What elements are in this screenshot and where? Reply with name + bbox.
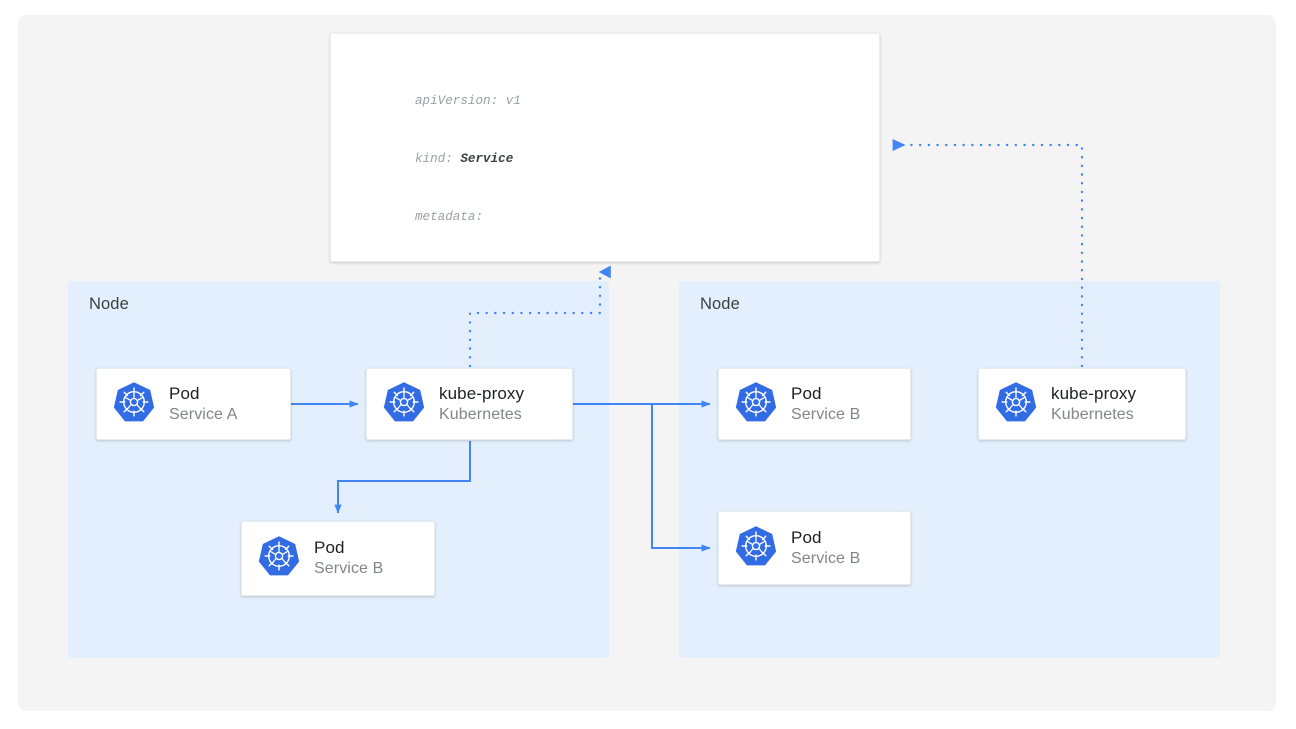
card-text: Pod Service B <box>791 384 860 424</box>
node-right-label: Node <box>700 295 740 313</box>
card-title: kube-proxy <box>439 383 525 403</box>
card-pod-service-b-right-top[interactable]: Pod Service B <box>718 368 911 440</box>
yaml-line-0: apiVersion: v1 <box>415 94 521 109</box>
kubernetes-icon <box>258 535 300 582</box>
yaml-line-1: kind: Service <box>415 152 514 167</box>
card-text: kube-proxy Kubernetes <box>439 384 524 424</box>
card-title: Pod <box>791 527 822 547</box>
card-title: kube-proxy <box>1051 383 1137 403</box>
card-subtitle: Kubernetes <box>439 405 522 423</box>
card-subtitle: Service B <box>791 405 861 423</box>
kubernetes-icon <box>995 381 1037 428</box>
card-title: Pod <box>791 383 822 403</box>
card-pod-service-b-right-bottom[interactable]: Pod Service B <box>718 511 911 585</box>
card-kube-proxy-left[interactable]: kube-proxy Kubernetes <box>366 368 573 440</box>
card-title: Pod <box>314 538 345 558</box>
card-text: kube-proxy Kubernetes <box>1051 384 1136 424</box>
card-kube-proxy-right[interactable]: kube-proxy Kubernetes <box>978 368 1186 440</box>
kubernetes-icon <box>113 381 155 428</box>
card-text: Pod Service A <box>169 384 238 424</box>
card-pod-service-b-left[interactable]: Pod Service B <box>241 521 435 596</box>
card-subtitle: Service A <box>169 405 238 423</box>
card-text: Pod Service B <box>314 538 383 578</box>
card-text: Pod Service B <box>791 528 860 568</box>
node-zone-right: Node <box>679 281 1220 658</box>
service-manifest-card: apiVersion: v1 kind: Service metadata: n… <box>330 33 880 262</box>
card-subtitle: Kubernetes <box>1051 405 1134 423</box>
node-left-label: Node <box>89 295 129 313</box>
service-manifest-body: apiVersion: v1 kind: Service metadata: n… <box>415 54 725 261</box>
card-subtitle: Service B <box>791 549 861 567</box>
kubernetes-icon <box>735 525 777 572</box>
card-subtitle: Service B <box>314 560 384 578</box>
node-zone-left: Node <box>68 281 609 658</box>
kubernetes-icon <box>735 381 777 428</box>
yaml-line-2: metadata: <box>415 209 484 224</box>
card-pod-service-a[interactable]: Pod Service A <box>96 368 291 440</box>
kubernetes-icon <box>383 381 425 428</box>
card-title: Pod <box>169 383 200 403</box>
